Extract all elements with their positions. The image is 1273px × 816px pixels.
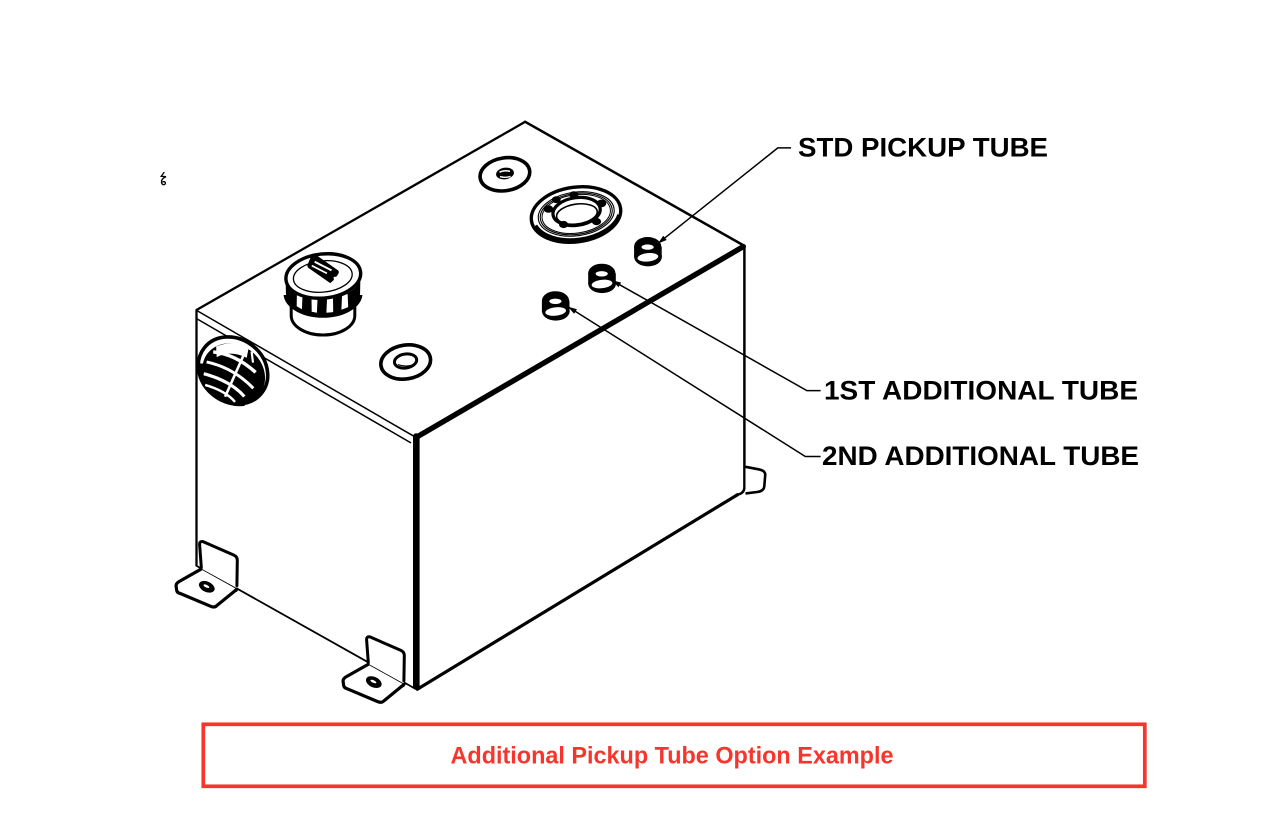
- svg-text:2ND ADDITIONAL TUBE: 2ND ADDITIONAL TUBE: [822, 441, 1139, 471]
- svg-text:STD PICKUP TUBE: STD PICKUP TUBE: [798, 133, 1048, 163]
- svg-text:Additional Pickup Tube Option: Additional Pickup Tube Option Example: [451, 744, 894, 770]
- svg-text:1ST ADDITIONAL TUBE: 1ST ADDITIONAL TUBE: [824, 375, 1138, 405]
